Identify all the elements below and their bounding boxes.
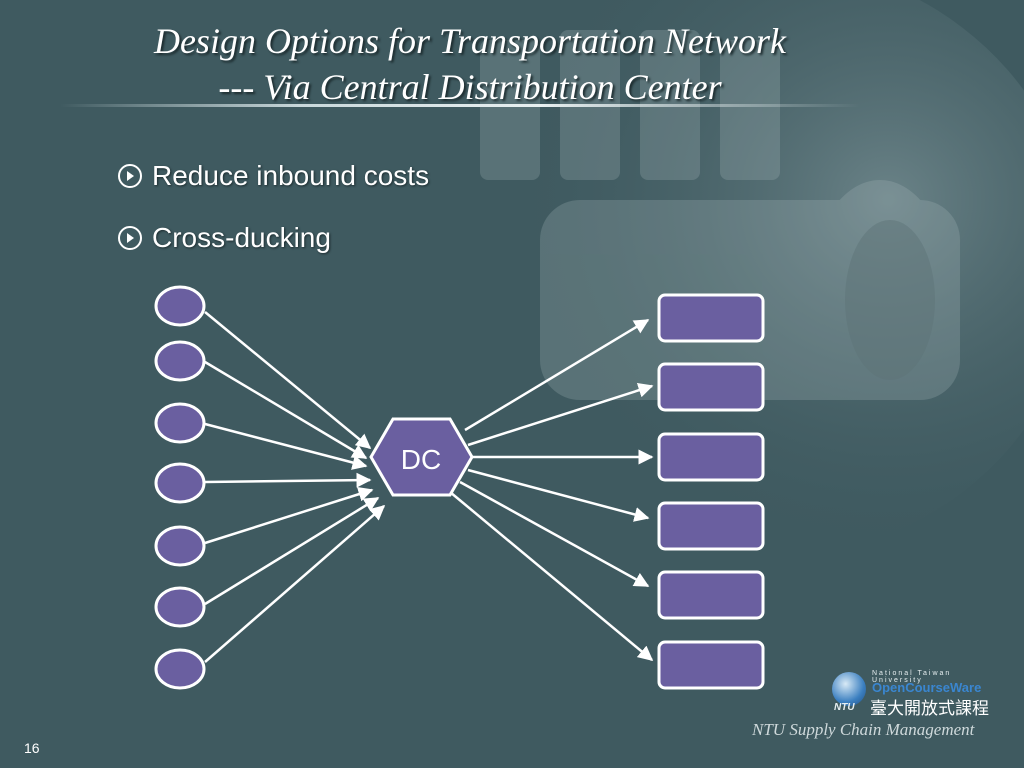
destination-node-3 [657, 432, 765, 482]
edge-dest-4 [467, 468, 650, 522]
globe-icon [832, 672, 866, 706]
destination-node-6 [657, 640, 765, 690]
page-number: 16 [24, 740, 40, 756]
edge-dest-5 [459, 480, 650, 588]
edge-source-5 [204, 486, 374, 545]
logo-short: NTU [834, 702, 855, 713]
slide-title-line1: Design Options for Transportation Networ… [153, 21, 787, 61]
source-node-3 [154, 402, 206, 444]
destination-nodes [657, 293, 765, 690]
edges [204, 311, 654, 663]
source-node-5 [154, 525, 206, 567]
bullet-item-1: Reduce inbound costs [118, 160, 429, 192]
destination-node-4 [657, 501, 765, 551]
edge-source-6 [204, 496, 380, 606]
logo-university: National Taiwan University [872, 670, 952, 684]
bullet-arrow-icon [118, 164, 142, 188]
slide-title-line2: --- Via Central Distribution Center [218, 67, 722, 107]
destination-node-2 [657, 362, 765, 412]
source-node-2 [154, 340, 206, 382]
title-underline [60, 104, 860, 107]
bullet-item-2: Cross-ducking [118, 222, 331, 254]
source-node-4 [154, 462, 206, 504]
bullet-arrow-icon [118, 226, 142, 250]
source-node-7 [154, 648, 206, 690]
ntu-ocw-logo: NTU National Taiwan University OpenCours… [830, 668, 1005, 720]
source-node-1 [154, 285, 206, 327]
edge-source-7 [204, 505, 386, 663]
edge-dest-2 [467, 382, 654, 447]
destination-node-1 [657, 293, 765, 343]
edge-source-1 [204, 311, 372, 449]
edge-source-2 [204, 360, 368, 460]
edge-source-4 [204, 472, 372, 488]
edge-dest-6 [449, 491, 654, 661]
footer-course-name: NTU Supply Chain Management [752, 720, 975, 739]
destination-node-5 [657, 570, 765, 620]
logo-brand: OpenCourseWare [872, 680, 982, 695]
bullet-text-1: Reduce inbound costs [152, 160, 430, 191]
source-node-6 [154, 586, 206, 628]
source-nodes [154, 285, 206, 690]
edge-dest-1 [464, 318, 650, 432]
dc-hub-node [369, 417, 474, 497]
edge-source-3 [204, 422, 368, 470]
logo-chinese: 臺大開放式課程 [870, 699, 989, 719]
dc-hub-label: DC [401, 444, 441, 475]
bullet-text-2: Cross-ducking [152, 222, 331, 253]
